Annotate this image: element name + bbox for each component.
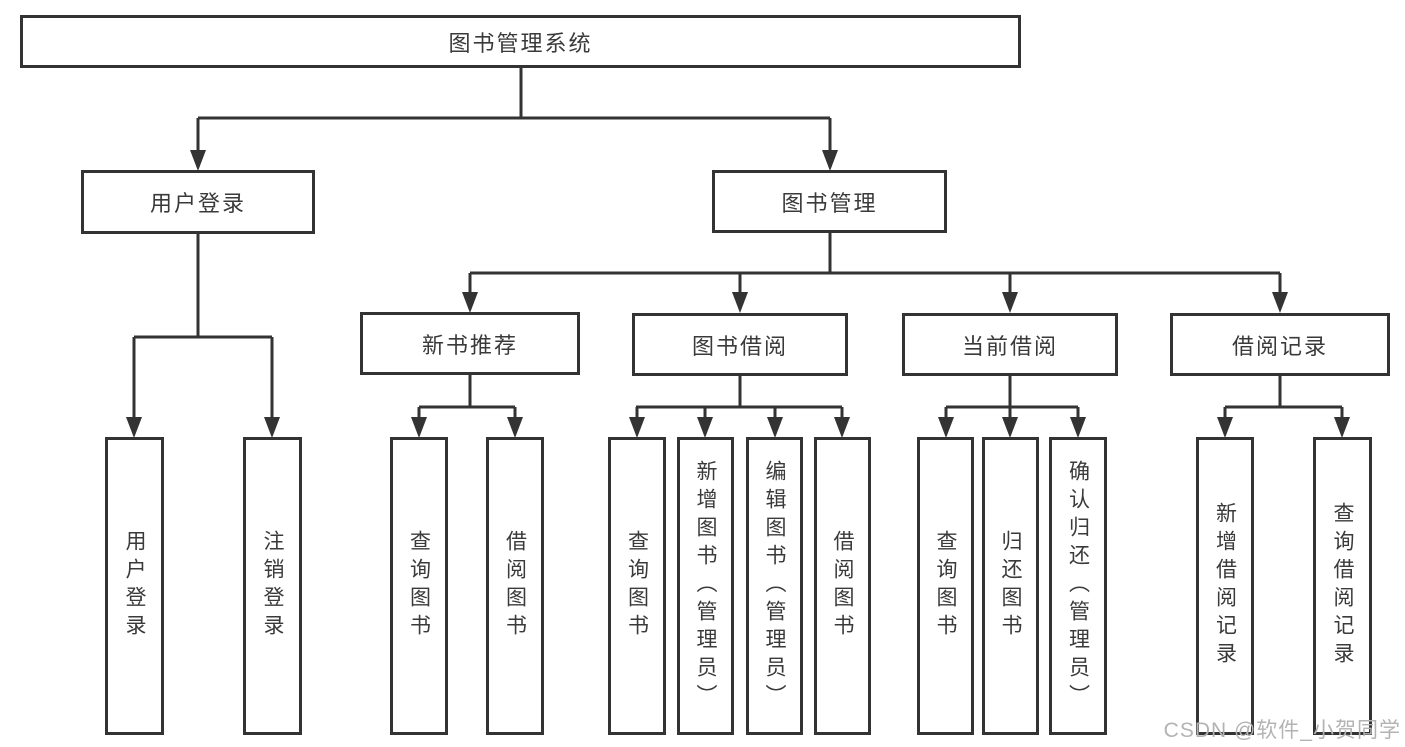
leaf-current-confirm: 确认归还（管理员） <box>1049 437 1107 735</box>
leaf-current-query-label: 查询图书 <box>934 530 957 642</box>
arrow-down-icon <box>1002 292 1018 313</box>
leaf-records-add: 新增借阅记录 <box>1196 437 1254 735</box>
arrow-down-icon <box>1217 417 1233 438</box>
leaf-logout-label: 注销登录 <box>261 530 284 642</box>
leaf-newbooks-borrow: 借阅图书 <box>486 437 544 735</box>
leaf-newbooks-query-label: 查询图书 <box>407 530 431 642</box>
arrow-down-icon <box>1272 292 1288 313</box>
arrow-down-icon <box>938 417 954 438</box>
leaf-user-login: 用户登录 <box>105 437 164 735</box>
node-root-label: 图书管理系统 <box>448 30 593 56</box>
leaf-current-query: 查询图书 <box>917 437 974 735</box>
arrow-down-icon <box>462 292 478 313</box>
leaf-borrow-add-label: 新增图书（管理员） <box>694 460 717 712</box>
leaf-current-return-label: 归还图书 <box>999 530 1022 642</box>
node-user-login-label: 用户登录 <box>149 191 246 216</box>
arrow-down-icon <box>1334 417 1350 438</box>
node-book-mgmt: 图书管理 <box>712 170 947 233</box>
leaf-borrow-query: 查询图书 <box>608 437 666 735</box>
leaf-records-add-label: 新增借阅记录 <box>1213 502 1237 670</box>
leaf-user-login-label: 用户登录 <box>123 530 146 642</box>
arrow-down-icon <box>629 417 645 438</box>
leaf-newbooks-borrow-label: 借阅图书 <box>503 530 527 642</box>
arrow-down-icon <box>411 417 427 438</box>
leaf-borrow-edit: 编辑图书（管理员） <box>746 437 803 735</box>
leaf-borrow-edit-label: 编辑图书（管理员） <box>763 460 786 712</box>
node-current-borrow: 当前借阅 <box>902 313 1118 376</box>
arrowhead-icons <box>126 150 1350 438</box>
leaf-records-query: 查询借阅记录 <box>1313 437 1372 735</box>
node-borrow-records-label: 借阅记录 <box>1231 333 1328 359</box>
leaf-borrow-borrow-label: 借阅图书 <box>831 530 854 642</box>
arrow-down-icon <box>767 417 783 438</box>
node-borrow-records: 借阅记录 <box>1170 313 1390 376</box>
arrow-down-icon <box>190 150 206 171</box>
node-book-mgmt-label: 图书管理 <box>781 190 878 216</box>
leaf-logout: 注销登录 <box>243 437 302 735</box>
leaf-borrow-query-label: 查询图书 <box>625 530 649 642</box>
leaf-current-confirm-label: 确认归还（管理员） <box>1066 460 1090 712</box>
node-book-borrow: 图书借阅 <box>632 313 848 376</box>
arrow-down-icon <box>126 417 142 438</box>
arrow-down-icon <box>507 417 523 438</box>
node-new-books: 新书推荐 <box>360 312 580 375</box>
connector-path <box>132 68 1344 419</box>
leaf-records-query-label: 查询借阅记录 <box>1331 502 1354 670</box>
arrow-down-icon <box>1070 417 1086 438</box>
node-book-borrow-label: 图书借阅 <box>691 333 788 359</box>
leaf-borrow-borrow: 借阅图书 <box>814 437 871 735</box>
node-current-borrow-label: 当前借阅 <box>961 333 1058 359</box>
arrow-down-icon <box>732 292 748 313</box>
arrow-down-icon <box>822 150 838 171</box>
leaf-current-return: 归还图书 <box>982 437 1039 735</box>
arrow-down-icon <box>697 417 713 438</box>
arrow-down-icon <box>1002 417 1018 438</box>
leaf-borrow-add: 新增图书（管理员） <box>677 437 734 735</box>
leaf-newbooks-query: 查询图书 <box>390 437 448 735</box>
arrow-down-icon <box>264 417 280 438</box>
node-root: 图书管理系统 <box>20 15 1021 68</box>
arrow-down-icon <box>834 417 850 438</box>
node-new-books-label: 新书推荐 <box>421 332 518 358</box>
csdn-watermark: CSDN @软件_小贺同学 <box>1163 719 1401 742</box>
node-user-login: 用户登录 <box>81 170 315 234</box>
